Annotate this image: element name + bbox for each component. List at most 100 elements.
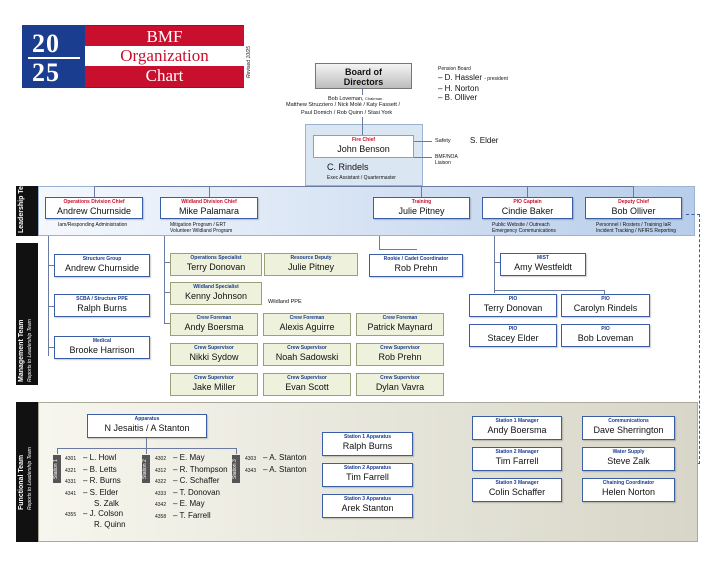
list-item: 4341– S. Elder [65,487,119,497]
list-item: 4331– R. Burns [65,476,121,485]
pio-4: PIO Bob Loveman [561,324,650,347]
leader-title-4: Deputy Chief [618,199,649,205]
leader-title-2: Training [411,199,432,205]
list-item: 4312– R. Thompson [155,464,228,474]
station-1-list: 4301– L. Howl 4321– B. Letts 4331– R. Bu… [65,453,126,530]
crew-supervisor-5: Crew Supervisor Evan Scott [263,373,351,396]
list-item: 4358– T. Farrell [155,510,211,520]
chaining-title: Chaining Coordinator [602,480,655,486]
leader-sub-1-1: Mitigation Program / ERT [170,222,227,228]
leader-name-0: Andrew Churnside [56,206,132,216]
functional-sub-label: Reports to Leadership Team [27,447,33,510]
revised-date: Revised 10/25 [246,46,252,78]
list-item: 4333– T. Donovan [155,487,220,497]
exec-assistant-name: C. Rindels [327,162,369,172]
list-item: 4303– A. Stanton [245,453,307,462]
list-item: 4343– A. Stanton [245,464,307,474]
mist-name: Amy Westfeldt [514,262,572,272]
station-3-list: 4303– A. Stanton 4343– A. Stanton [245,453,307,476]
crew-foreman-1: Crew Foreman Andy Boersma [170,313,258,336]
medical-box: Medical Brooke Harrison [54,336,150,359]
leader-title-3: PIO Captain [513,199,542,205]
list-item: R. Quinn [94,520,126,529]
leader-sub-3-1: Public Website / Outreach [492,222,550,228]
title-line-3: Chart [145,66,184,85]
leader-pio-captain: PIO Captain Cindie Baker [482,197,573,219]
leader-sub-4-1: Personnel / Rosters / Training IaR [596,222,672,228]
crew-supervisor-2: Crew Supervisor Noah Sadowski [263,343,351,366]
liaison-label: BMF/NOA Liaison [435,154,458,166]
title-line-1: BMF [146,27,183,46]
pension-member-2: – H. Norton [438,84,479,93]
management-label: Management Team Reports to Leadership Te… [18,319,34,382]
chaining-coordinator-box: Chaining Coordinator Helen Norton [582,478,675,502]
title-line-2: Organization [120,46,209,65]
scba-name: Ralph Burns [77,303,127,313]
crew-foreman-2: Crew Foreman Alexis Aguirre [263,313,351,336]
apparatus-name: N Jesaitis / A Stanton [104,423,190,433]
list-item: 4301– L. Howl [65,453,117,462]
safety-label: Safety [435,138,451,144]
rookie-coordinator-box: Rookie / Cadet Coordinator Rob Prehn [369,254,463,277]
wildland-specialist-name: Kenny Johnson [184,291,248,301]
logo: 20 25 BMF Organization Chart [22,25,244,88]
board-members-1: Bob Loveman, [328,96,364,102]
ops-specialist-box: Operations Specialist Terry Donovan [170,253,262,276]
list-item: S. Zalk [94,499,119,508]
leader-title-0: Operations Division Chief [63,199,125,205]
list-item: 4355– J. Colson [65,508,124,518]
station-2-tag: Station 2 [142,455,150,483]
leader-sub-1-2: Volunteer Wildland Program [170,228,233,234]
leader-name-3: Cindie Baker [501,206,554,216]
pio-1: PIO Terry Donovan [469,294,557,317]
management-sub-label: Reports to Leadership Team [27,319,33,382]
pension-board-title: Pension Board [438,66,471,72]
station-1-manager: Station 1 Manager Andy Boersma [472,416,562,440]
station-2-list: 4302– E. May 4312– R. Thompson 4322– C. … [155,453,228,522]
structure-group-title: Structure Group [82,256,122,262]
station-1-apparatus: Station 1 Apparatus Ralph Burns [322,432,413,456]
water-supply-name: Steve Zalk [607,456,650,466]
crew-foreman-3: Crew Foreman Patrick Maynard [356,313,444,336]
pio-2: PIO Carolyn Rindels [561,294,650,317]
water-supply-title: Water Supply [612,449,645,455]
medical-name: Brooke Harrison [69,345,135,355]
list-item: 4322– C. Schaffer [155,476,220,485]
pension-member-3: – B. Olliver [438,93,478,102]
leader-name-4: Bob Olliver [611,206,656,216]
station-3-apparatus: Station 3 Apparatus Arek Stanton [322,494,413,518]
ops-specialist-title: Operations Specialist [190,255,242,261]
structure-group-box: Structure Group Andrew Churnside [54,254,150,277]
chairman-label: Chairman [365,96,383,101]
apparatus-title: Apparatus [134,416,160,422]
pension-president-note: - president [484,76,508,82]
leader-name-2: Julie Pitney [398,206,445,216]
wildland-specialist-box: Wildland Specialist Kenny Johnson [170,282,262,305]
mist-title: MIST [537,255,549,261]
year-top: 20 [32,29,60,58]
leader-deputy-chief: Deputy Chief Bob Olliver [585,197,682,219]
leader-wildland-chief: Wildland Division Chief Mike Palamara [160,197,258,219]
leadership-label: Leadership Team [18,175,25,233]
fire-chief-name: John Benson [337,144,390,154]
management-sidebar [16,243,38,385]
resource-deputy-box: Resource Deputy Julie Pitney [264,253,358,276]
safety-name: S. Elder [470,136,499,145]
rookie-title: Rookie / Cadet Coordinator [383,256,449,262]
leader-sub-0-1: Iam/Responding Administration [58,222,128,228]
list-item: 4302– E. May [155,453,205,462]
functional-label-text: Functional Team [18,454,25,510]
leader-sub-4-2: Incident Tracking / NFIRS Reporting [596,228,677,234]
list-item: 4342– E. May [155,499,205,508]
list-item: 4321– B. Letts [65,464,117,474]
scba-box: SCBA / Structure PPE Ralph Burns [54,294,150,317]
wildland-specialist-title: Wildland Specialist [193,284,239,290]
chaining-name: Helen Norton [601,487,656,497]
ops-specialist-name: Terry Donovan [186,262,246,272]
board-members-3: Paul Domich / Rob Quinn / Stasi York [301,110,393,116]
leader-sub-3-2: Emergency Communications [492,228,556,234]
resource-deputy-name: Julie Pitney [287,262,335,272]
resource-deputy-title: Resource Deputy [290,255,332,261]
communications-title: Communications [608,418,649,424]
management-label-text: Management Team [18,319,25,383]
